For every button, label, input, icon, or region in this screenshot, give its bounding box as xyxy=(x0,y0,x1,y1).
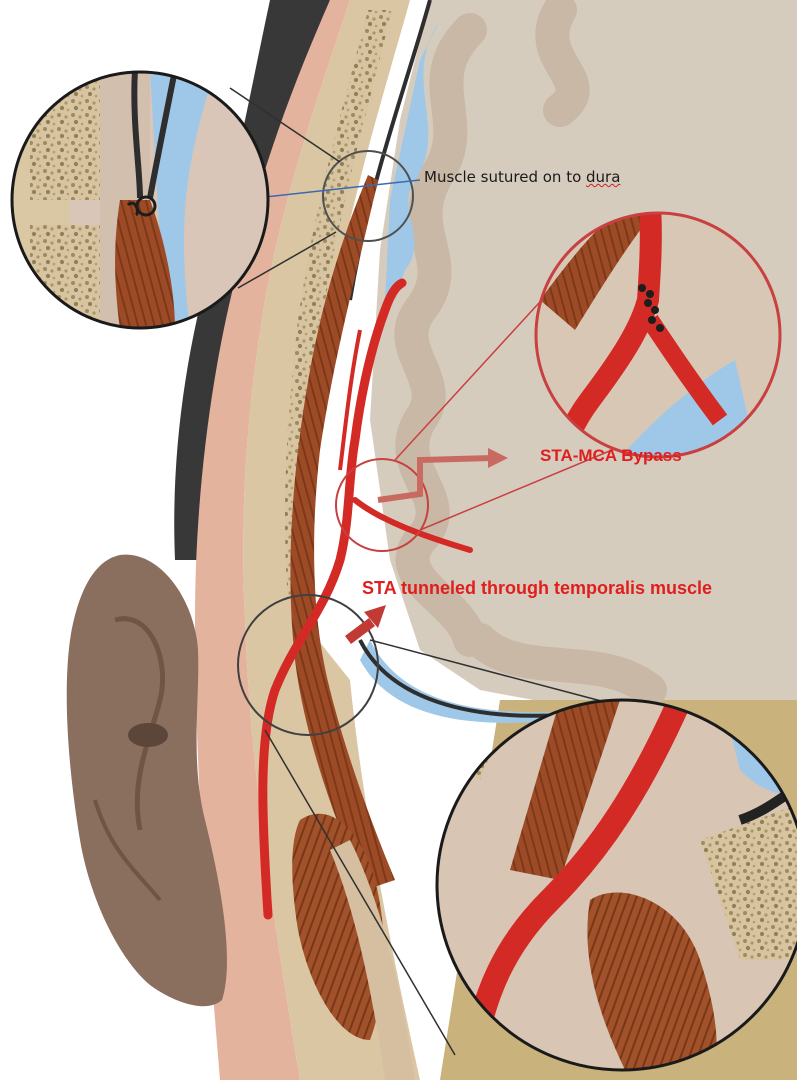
label-dura: dura xyxy=(586,168,620,186)
label-sta-mca-bypass: STA-MCA Bypass xyxy=(540,446,682,466)
label-muscle-sutured: Muscle sutured on to dura xyxy=(424,168,620,186)
label-sta-tunneled: STA tunneled through temporalis muscle xyxy=(362,578,712,599)
ear-canal xyxy=(128,723,168,747)
label-muscle-sutured-text: Muscle sutured on to xyxy=(424,168,586,186)
